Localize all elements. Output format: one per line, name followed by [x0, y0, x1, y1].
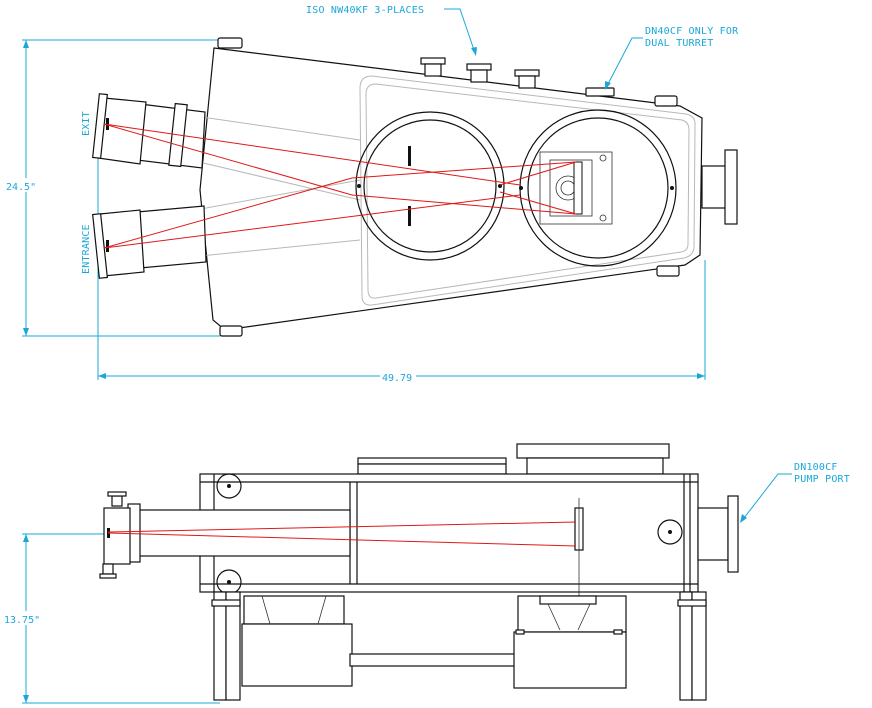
entrance-port [92, 205, 207, 279]
iso-callout: ISO NW40KF 3-PLACES [306, 5, 477, 56]
dn100cf-label-1: DN100CF [794, 462, 838, 473]
iso-port-3 [514, 69, 540, 89]
exit-label: EXIT [81, 111, 92, 136]
height-dimension-top: 24.5" [4, 39, 220, 337]
dn40cf-callout: DN40CF ONLY FOR DUAL TURRET [605, 26, 739, 90]
collimating-mirror-port [355, 111, 505, 261]
dn40cf-label-1: DN40CF ONLY FOR [645, 26, 739, 37]
beam-path-top [103, 123, 577, 249]
top-view: 24.5" 49.79 [4, 5, 739, 384]
iso-port-2 [466, 63, 492, 83]
beam-path-side [107, 521, 577, 547]
pump-port-top [701, 149, 738, 225]
dn100cf-label-2: PUMP PORT [794, 474, 850, 485]
exit-port [92, 93, 206, 169]
side-view: 13.75" [2, 443, 850, 704]
width-label-top: 49.79 [382, 373, 412, 384]
dn100cf-callout: DN100CF PUMP PORT [740, 462, 850, 523]
pump-port-side [697, 495, 739, 573]
dn40cf-port [585, 87, 615, 97]
height-label-top: 24.5" [6, 182, 36, 193]
iso-port-1 [420, 57, 446, 77]
grating-turret-port [519, 109, 677, 267]
height-label-side: 13.75" [4, 615, 40, 626]
entrance-label: ENTRANCE [81, 224, 92, 274]
dn40cf-label-2: DUAL TURRET [645, 38, 713, 49]
height-dimension-side: 13.75" [2, 533, 220, 704]
main-housing [199, 47, 703, 331]
inner-panel [359, 75, 696, 306]
iso-ports-label: ISO NW40KF 3-PLACES [306, 5, 424, 16]
